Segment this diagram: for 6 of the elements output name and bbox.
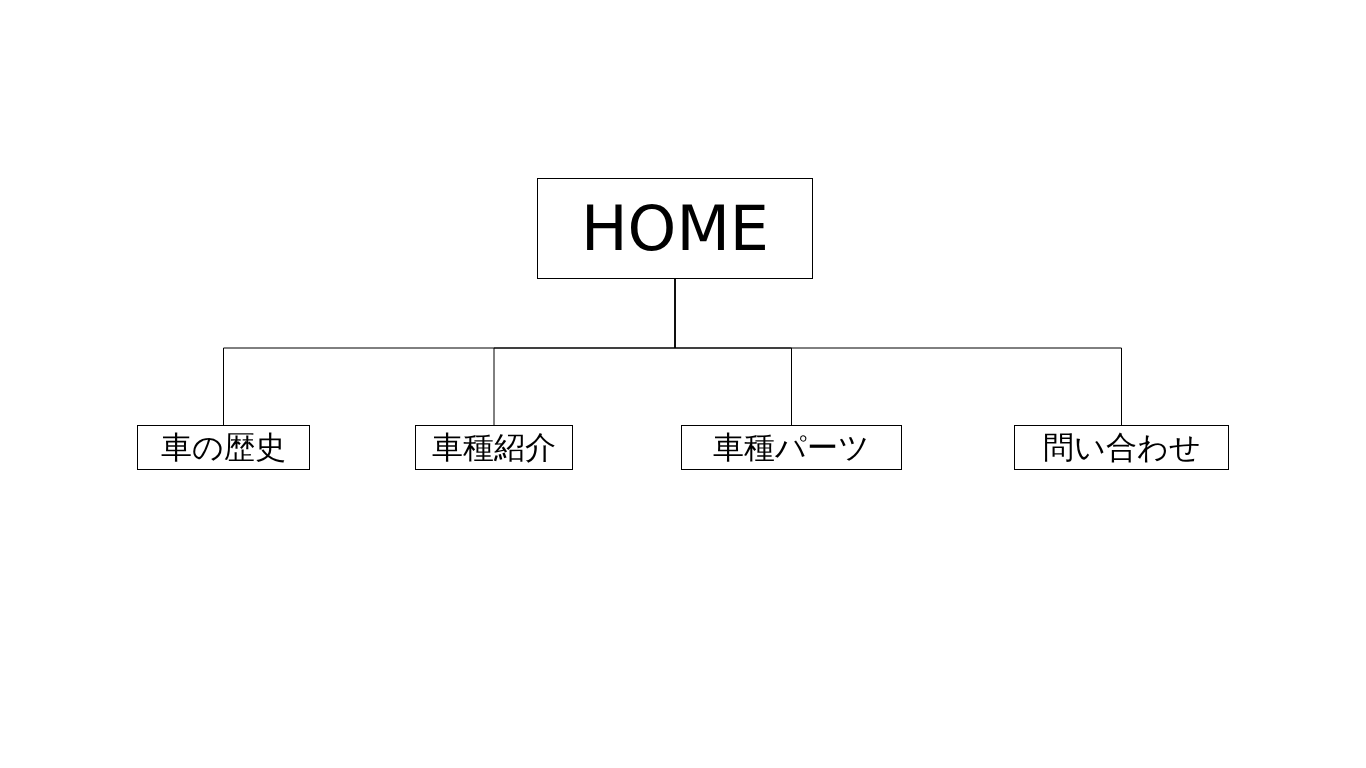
page-box: 車種パーツ bbox=[681, 425, 902, 470]
page-box: 問い合わせ bbox=[1014, 425, 1229, 470]
home-box: HOME bbox=[537, 178, 813, 279]
connector-line bbox=[674, 278, 1122, 426]
page-box: 車の歴史 bbox=[137, 425, 310, 470]
page-box: 車種紹介 bbox=[415, 425, 573, 470]
